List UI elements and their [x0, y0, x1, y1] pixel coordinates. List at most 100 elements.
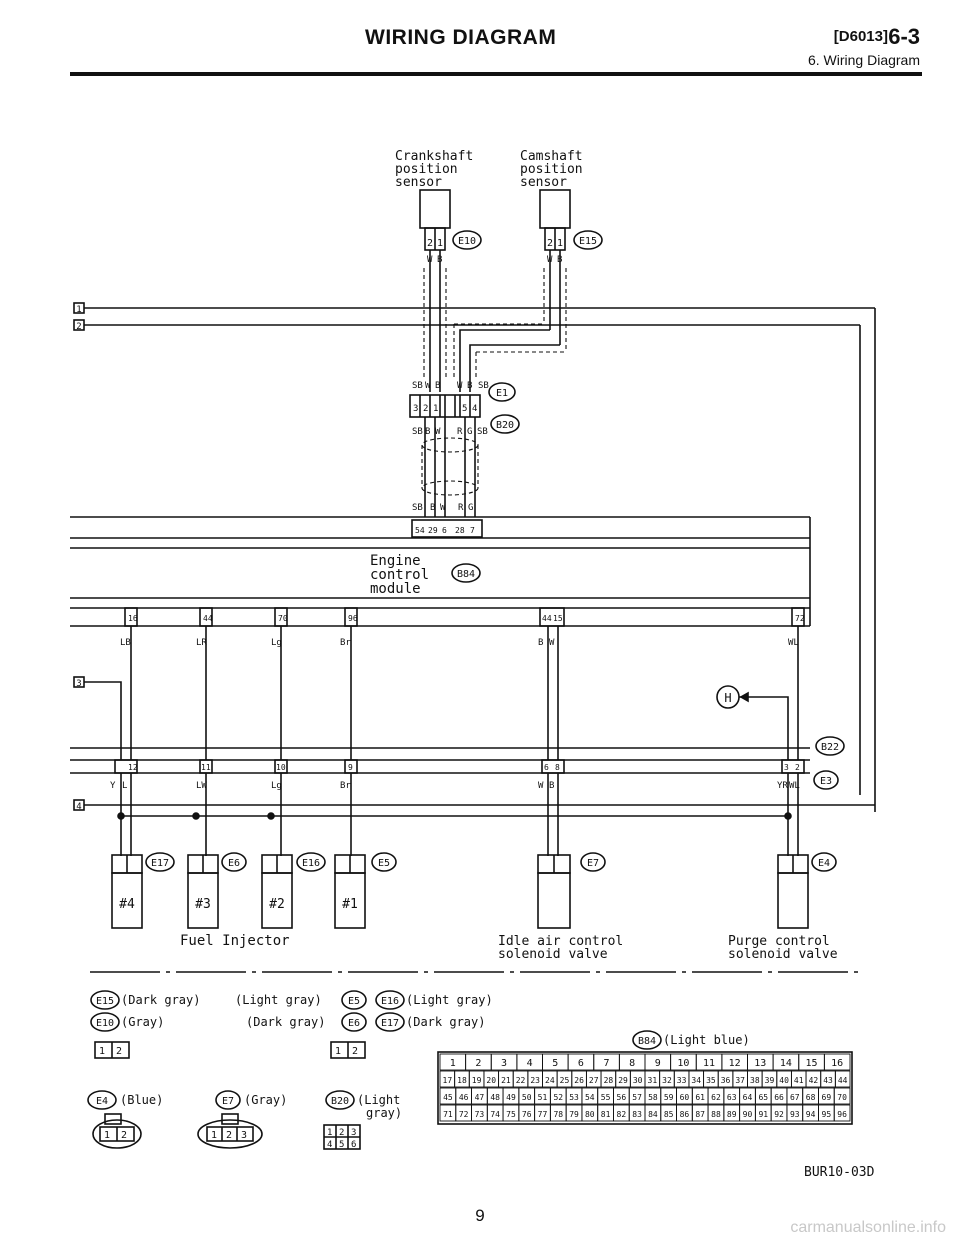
ground-h: H — [724, 691, 731, 705]
svg-text:8: 8 — [555, 763, 560, 772]
svg-text:LW: LW — [196, 781, 207, 791]
svg-text:E17: E17 — [151, 858, 169, 869]
svg-text:2: 2 — [423, 404, 428, 414]
b84-pin-number: 78 — [553, 1110, 563, 1119]
b84-pin-number: 38 — [750, 1076, 760, 1085]
svg-text:R: R — [457, 427, 463, 437]
b84-pin-number: 96 — [837, 1110, 847, 1119]
b84-pin-number: 8 — [629, 1058, 635, 1069]
svg-text:2: 2 — [795, 763, 800, 772]
b84-pin-number: 22 — [516, 1076, 526, 1085]
connector-legend: E15 (Dark gray) E10 (Gray) (Light gray) … — [87, 990, 750, 1150]
svg-text:96: 96 — [348, 614, 358, 623]
b84-pin-number: 61 — [695, 1093, 705, 1102]
svg-text:B: B — [425, 427, 430, 437]
b84-pin-number: 23 — [530, 1076, 540, 1085]
svg-text:B84: B84 — [638, 1036, 656, 1047]
svg-text:44: 44 — [203, 614, 213, 623]
b84-pin-number: 59 — [664, 1093, 674, 1102]
injector-1: #1 — [342, 897, 358, 912]
b84-pin-number: 12 — [729, 1058, 741, 1069]
legend-e10: (Gray) — [121, 1015, 164, 1029]
b84-pin-number: 74 — [490, 1110, 500, 1119]
b84-pin-number: 16 — [831, 1058, 843, 1069]
legend-e17: (Dark gray) — [406, 1015, 485, 1029]
b84-pin-number: 44 — [838, 1076, 848, 1085]
b84-pin-number: 24 — [545, 1076, 555, 1085]
purge-control-valve: E4 Purge control solenoid valve — [728, 852, 838, 962]
svg-text:1: 1 — [557, 238, 563, 249]
b84-pin-number: 47 — [475, 1093, 485, 1102]
svg-text:W: W — [440, 503, 446, 513]
header-rule — [70, 72, 922, 76]
b84-pin-number: 80 — [585, 1110, 595, 1119]
b84-pin-number: 13 — [754, 1058, 766, 1069]
idle-air-label-2: solenoid valve — [498, 947, 608, 962]
svg-text:B20: B20 — [331, 1096, 349, 1107]
b84-pin-number: 51 — [538, 1093, 548, 1102]
svg-text:4: 4 — [472, 404, 477, 414]
crank-label-2: position — [395, 162, 458, 177]
b84-pin-number: 30 — [633, 1076, 643, 1085]
connector-e15-badge — [573, 230, 603, 250]
b84-pin-number: 49 — [506, 1093, 516, 1102]
b84-pin-number: 91 — [758, 1110, 768, 1119]
svg-text:15: 15 — [553, 614, 563, 623]
b84-pin-number: 76 — [522, 1110, 532, 1119]
connector-e15: E15 — [579, 236, 597, 247]
svg-text:E16: E16 — [381, 996, 399, 1007]
svg-text:1: 1 — [76, 305, 81, 315]
b84-pin-number: 6 — [578, 1058, 584, 1069]
camshaft-sensor: Camshaft position sensor 2 1 E15 — [520, 149, 603, 251]
cam-label-2: position — [520, 162, 583, 177]
b84-pin-number: 29 — [618, 1076, 628, 1085]
svg-text:Lg: Lg — [271, 781, 282, 791]
svg-text:6: 6 — [442, 526, 447, 535]
fuel-injectors: #4 E17 #3 E6 #2 E16 #1 E5 Fuel Injector — [111, 852, 397, 949]
b84-pin-number: 82 — [617, 1110, 627, 1119]
b84-pin-number: 92 — [774, 1110, 784, 1119]
b84-pin-number: 94 — [806, 1110, 816, 1119]
svg-text:R: R — [458, 503, 464, 513]
b84-pin-number: 20 — [486, 1076, 496, 1085]
svg-text:W: W — [549, 638, 555, 648]
b84-pin-number: 90 — [743, 1110, 753, 1119]
legend-e16: (Light gray) — [406, 993, 493, 1007]
svg-text:B: B — [435, 381, 440, 391]
b84-pin-number: 93 — [790, 1110, 800, 1119]
b84-pin-number: 14 — [780, 1058, 792, 1069]
svg-text:SB: SB — [412, 427, 423, 437]
b84-pin-number: 77 — [538, 1110, 548, 1119]
svg-text:3: 3 — [76, 679, 81, 689]
page-number: 9 — [475, 1206, 485, 1225]
svg-text:54: 54 — [415, 526, 425, 535]
b84-pin-number: 66 — [774, 1093, 784, 1102]
svg-text:72: 72 — [795, 614, 805, 623]
connector-e10: E10 — [458, 236, 476, 247]
b84-pin-number: 33 — [677, 1076, 687, 1085]
page-title: WIRING DIAGRAM — [365, 26, 557, 49]
svg-text:70: 70 — [278, 614, 288, 623]
b84-pin-number: 50 — [522, 1093, 532, 1102]
b84-pin-cell — [833, 1087, 851, 1105]
b84-pin-number: 3 — [501, 1058, 507, 1069]
b84-pin-number: 84 — [648, 1110, 658, 1119]
svg-text:7: 7 — [470, 526, 475, 535]
legend-b20: (Light — [357, 1093, 400, 1107]
cam-label-3: sensor — [520, 175, 567, 190]
svg-text:28: 28 — [455, 526, 465, 535]
b84-pin-number: 68 — [806, 1093, 816, 1102]
svg-text:9: 9 — [348, 763, 353, 772]
crankshaft-sensor: Crankshaft position sensor 2 1 E10 — [395, 149, 482, 251]
svg-text:1: 1 — [99, 1046, 105, 1057]
b84-pin-cell — [834, 1070, 851, 1088]
b84-pin-cell — [833, 1104, 851, 1122]
svg-text:2: 2 — [76, 322, 81, 332]
b84-pin-number: 65 — [758, 1093, 768, 1102]
ecm-label-3: module — [370, 581, 421, 597]
b84-pin-number: 2 — [475, 1058, 481, 1069]
svg-text:E5: E5 — [348, 996, 360, 1007]
b84-pin-number: 79 — [569, 1110, 579, 1119]
b84-pin-number: 15 — [806, 1058, 818, 1069]
